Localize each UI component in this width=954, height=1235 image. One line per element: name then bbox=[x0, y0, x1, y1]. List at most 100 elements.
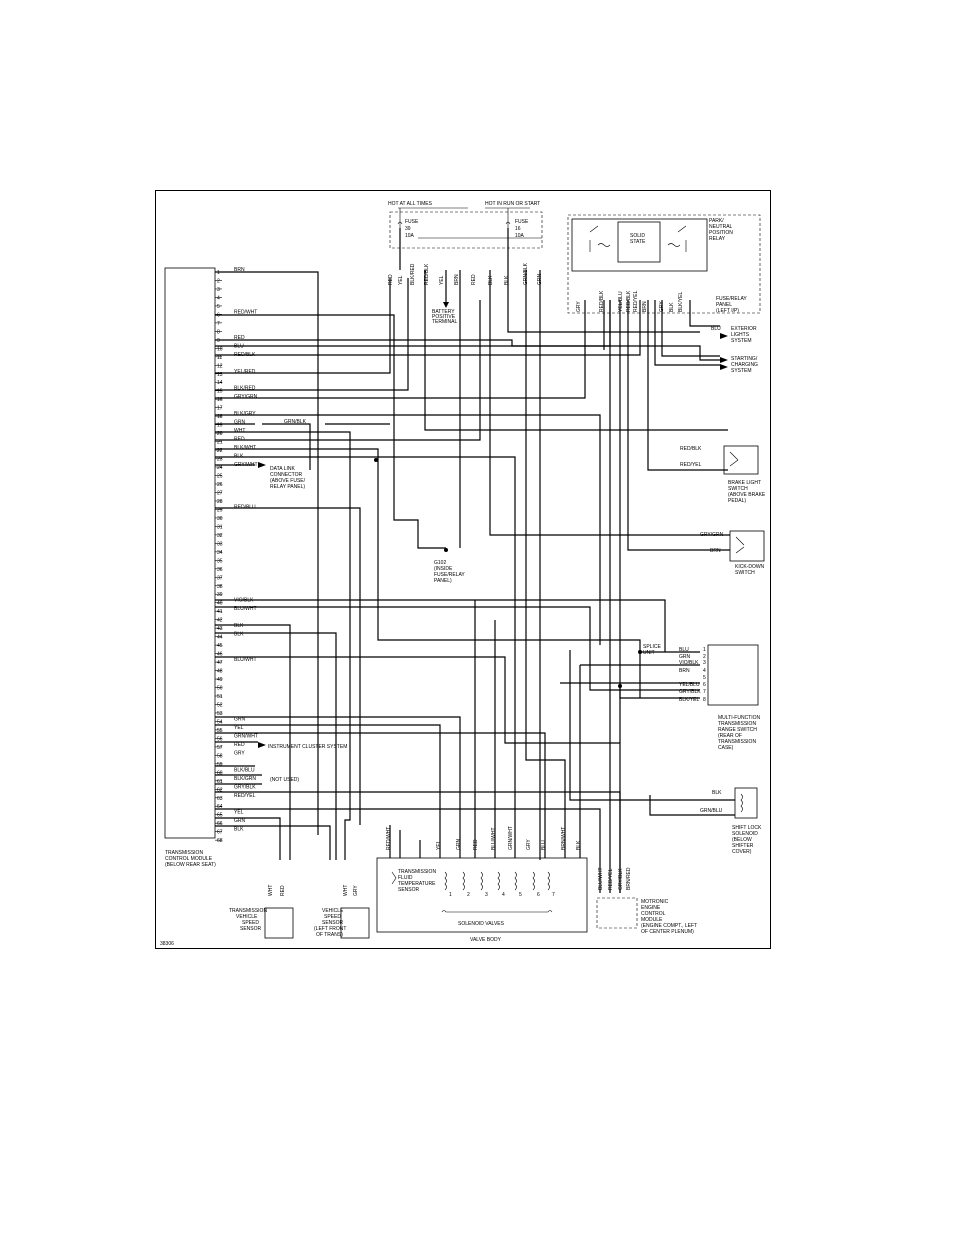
valve-body-wire-label: GRN/WHT bbox=[508, 826, 514, 850]
tcm-pin-number: 23 bbox=[217, 457, 223, 463]
fuse-panel-label-3: (LEFT I/P) bbox=[716, 308, 739, 314]
splice-label-2: UNIT bbox=[643, 650, 655, 656]
tvss-label-4: SENSOR bbox=[240, 926, 262, 932]
tcm-pin-number: 50 bbox=[217, 686, 223, 692]
ecm-label-6: OF CENTER PLENUM) bbox=[641, 929, 694, 935]
valve-body-wire-label: BLU bbox=[541, 840, 547, 850]
range-label-3: RANGE SWITCH bbox=[718, 727, 757, 733]
relay-title-1: PARK/ bbox=[709, 218, 724, 224]
valve-body-wire-label: BLK bbox=[576, 840, 582, 850]
tcm-pin-wire-color: BRN bbox=[234, 267, 245, 273]
tcm-pin-number: 3 bbox=[217, 287, 220, 293]
solid-state-label-1: SOLID bbox=[630, 233, 645, 239]
solenoid-coil-icon bbox=[462, 871, 465, 891]
wiring-diagram-frame bbox=[155, 190, 771, 949]
valve-body-label: VALVE BODY bbox=[470, 937, 502, 943]
solenoid-number: 4 bbox=[502, 892, 505, 898]
g102-label-2: (INSIDE bbox=[434, 566, 453, 572]
tcm-pin-number: 60 bbox=[217, 770, 223, 776]
tcm-pin-number: 49 bbox=[217, 677, 223, 683]
tcm-pin-number: 41 bbox=[217, 609, 223, 615]
tcm-pin-number: 40 bbox=[217, 601, 223, 607]
fuse-39-number: 39 bbox=[405, 226, 411, 232]
relay-wire-label: RED/YEL bbox=[633, 290, 639, 312]
solenoid-coil-icon bbox=[480, 871, 483, 891]
exterior-lights-1: EXTERIOR bbox=[731, 326, 757, 332]
top-wire-label: BLK bbox=[504, 275, 510, 285]
solenoid-number: 7 bbox=[552, 892, 555, 898]
range-switch-pin-number: 2 bbox=[703, 654, 706, 660]
ecm-wire-label: GRY/BLK bbox=[618, 868, 624, 890]
motronic-ecm bbox=[596, 897, 638, 929]
solenoid-coil-icon bbox=[514, 871, 517, 891]
valve-body-wire-label: YEL bbox=[436, 840, 442, 850]
tcm-pin-wire-color: GRN/WHT bbox=[234, 733, 258, 739]
solid-state-label-2: STATE bbox=[630, 239, 646, 245]
solenoid-number: 5 bbox=[519, 892, 522, 898]
splice-label-1: SPLICE bbox=[643, 644, 661, 650]
range-label-4: (REAR OF bbox=[718, 733, 742, 739]
range-switch-pin-number: 8 bbox=[703, 697, 706, 703]
top-wire-label: BLK bbox=[488, 275, 494, 285]
tvss-label-3: SPEED bbox=[242, 920, 259, 926]
valve-body-wire-label: BLU/WHT bbox=[491, 828, 497, 851]
temp-sensor-label-2: FLUID bbox=[398, 875, 413, 881]
tcm-pin-number: 7 bbox=[217, 321, 220, 327]
brake-wire-2: RED/YEL bbox=[680, 462, 702, 468]
relay-coil-right-icon bbox=[667, 225, 687, 252]
tcm-pin-number: 1 bbox=[217, 270, 220, 276]
brake-label-3: (ABOVE BRAKE bbox=[728, 492, 766, 498]
top-wire-label: RED bbox=[471, 274, 477, 285]
g102-label-4: PANEL) bbox=[434, 578, 452, 584]
tcm-pin-wire-color: BLK bbox=[234, 623, 244, 629]
solenoid-number: 2 bbox=[467, 892, 470, 898]
tcm-pin-number: 54 bbox=[217, 719, 223, 725]
data-link-label-1: DATA LINK bbox=[270, 466, 295, 472]
tcm-pin-number: 38 bbox=[217, 584, 223, 590]
temp-sensor-label-1: TRANSMISSION bbox=[398, 869, 436, 875]
solid-state-module bbox=[617, 221, 661, 263]
top-wire-label: BRN bbox=[454, 274, 460, 285]
valve-body-wire-label: GRN bbox=[456, 839, 462, 851]
tcm-pin-wire-color: GRY/GRN bbox=[234, 394, 258, 400]
ecm-wire-label: BLU/WHT bbox=[598, 868, 604, 891]
fuse-39-amps: 10A bbox=[405, 233, 415, 239]
starting-arrow-2-icon bbox=[720, 364, 728, 370]
solenoid-number: 6 bbox=[537, 892, 540, 898]
relay-title-3: POSITION bbox=[709, 230, 733, 236]
tcm-pin-number: 32 bbox=[217, 533, 223, 539]
tcm-pin-wire-color: BLK/BLU bbox=[234, 767, 255, 773]
shift-lock-label-4: SHIFTER bbox=[732, 843, 754, 849]
tcm-label-3: (BELOW REAR SEAT) bbox=[165, 862, 216, 868]
range-switch-wire-color: VIO/BLK bbox=[679, 660, 699, 666]
power-distribution-box bbox=[389, 211, 543, 249]
tcm-pin-wire-color: YEL bbox=[234, 725, 244, 731]
vss-wire-label: WHT bbox=[343, 885, 349, 896]
tvss-label-2: VEHICLE bbox=[236, 914, 258, 920]
tvss-label-1: TRANSMISSION bbox=[229, 908, 267, 914]
tcm-pin-number: 10 bbox=[217, 346, 223, 352]
fuse-16-amps: 10A bbox=[515, 233, 525, 239]
tcm-pin-number: 57 bbox=[217, 745, 223, 751]
relay-coil-left-icon bbox=[589, 225, 611, 252]
tcm-pin-wire-color: GRN bbox=[234, 716, 246, 722]
brake-label-2: SWITCH bbox=[728, 486, 748, 492]
ecm-label-1: MOTRONIC bbox=[641, 899, 669, 905]
range-label-1: MULTI-FUNCTION bbox=[718, 715, 761, 721]
shift-lock-label-2: SOLENOID bbox=[732, 831, 758, 837]
range-switch-pin-number: 5 bbox=[703, 675, 706, 681]
tcm-pin-number: 44 bbox=[217, 635, 223, 641]
solenoid-coil-icon bbox=[444, 871, 447, 891]
tcm-pin-wire-color: BLK/RED bbox=[234, 386, 256, 392]
battery-label-2: POSITIVE bbox=[432, 314, 456, 320]
vehicle-speed-sensor bbox=[340, 907, 370, 939]
shift-lock-coil-icon bbox=[740, 793, 743, 813]
tcm-pin-number: 65 bbox=[217, 813, 223, 819]
tcm-pin-number: 58 bbox=[217, 753, 223, 759]
starting-charging-2: CHARGING bbox=[731, 362, 758, 368]
tcm-pin-wire-color: BLK bbox=[234, 827, 244, 833]
solenoid-coil-icon bbox=[547, 871, 550, 891]
tcm-pin-number: 33 bbox=[217, 541, 223, 547]
